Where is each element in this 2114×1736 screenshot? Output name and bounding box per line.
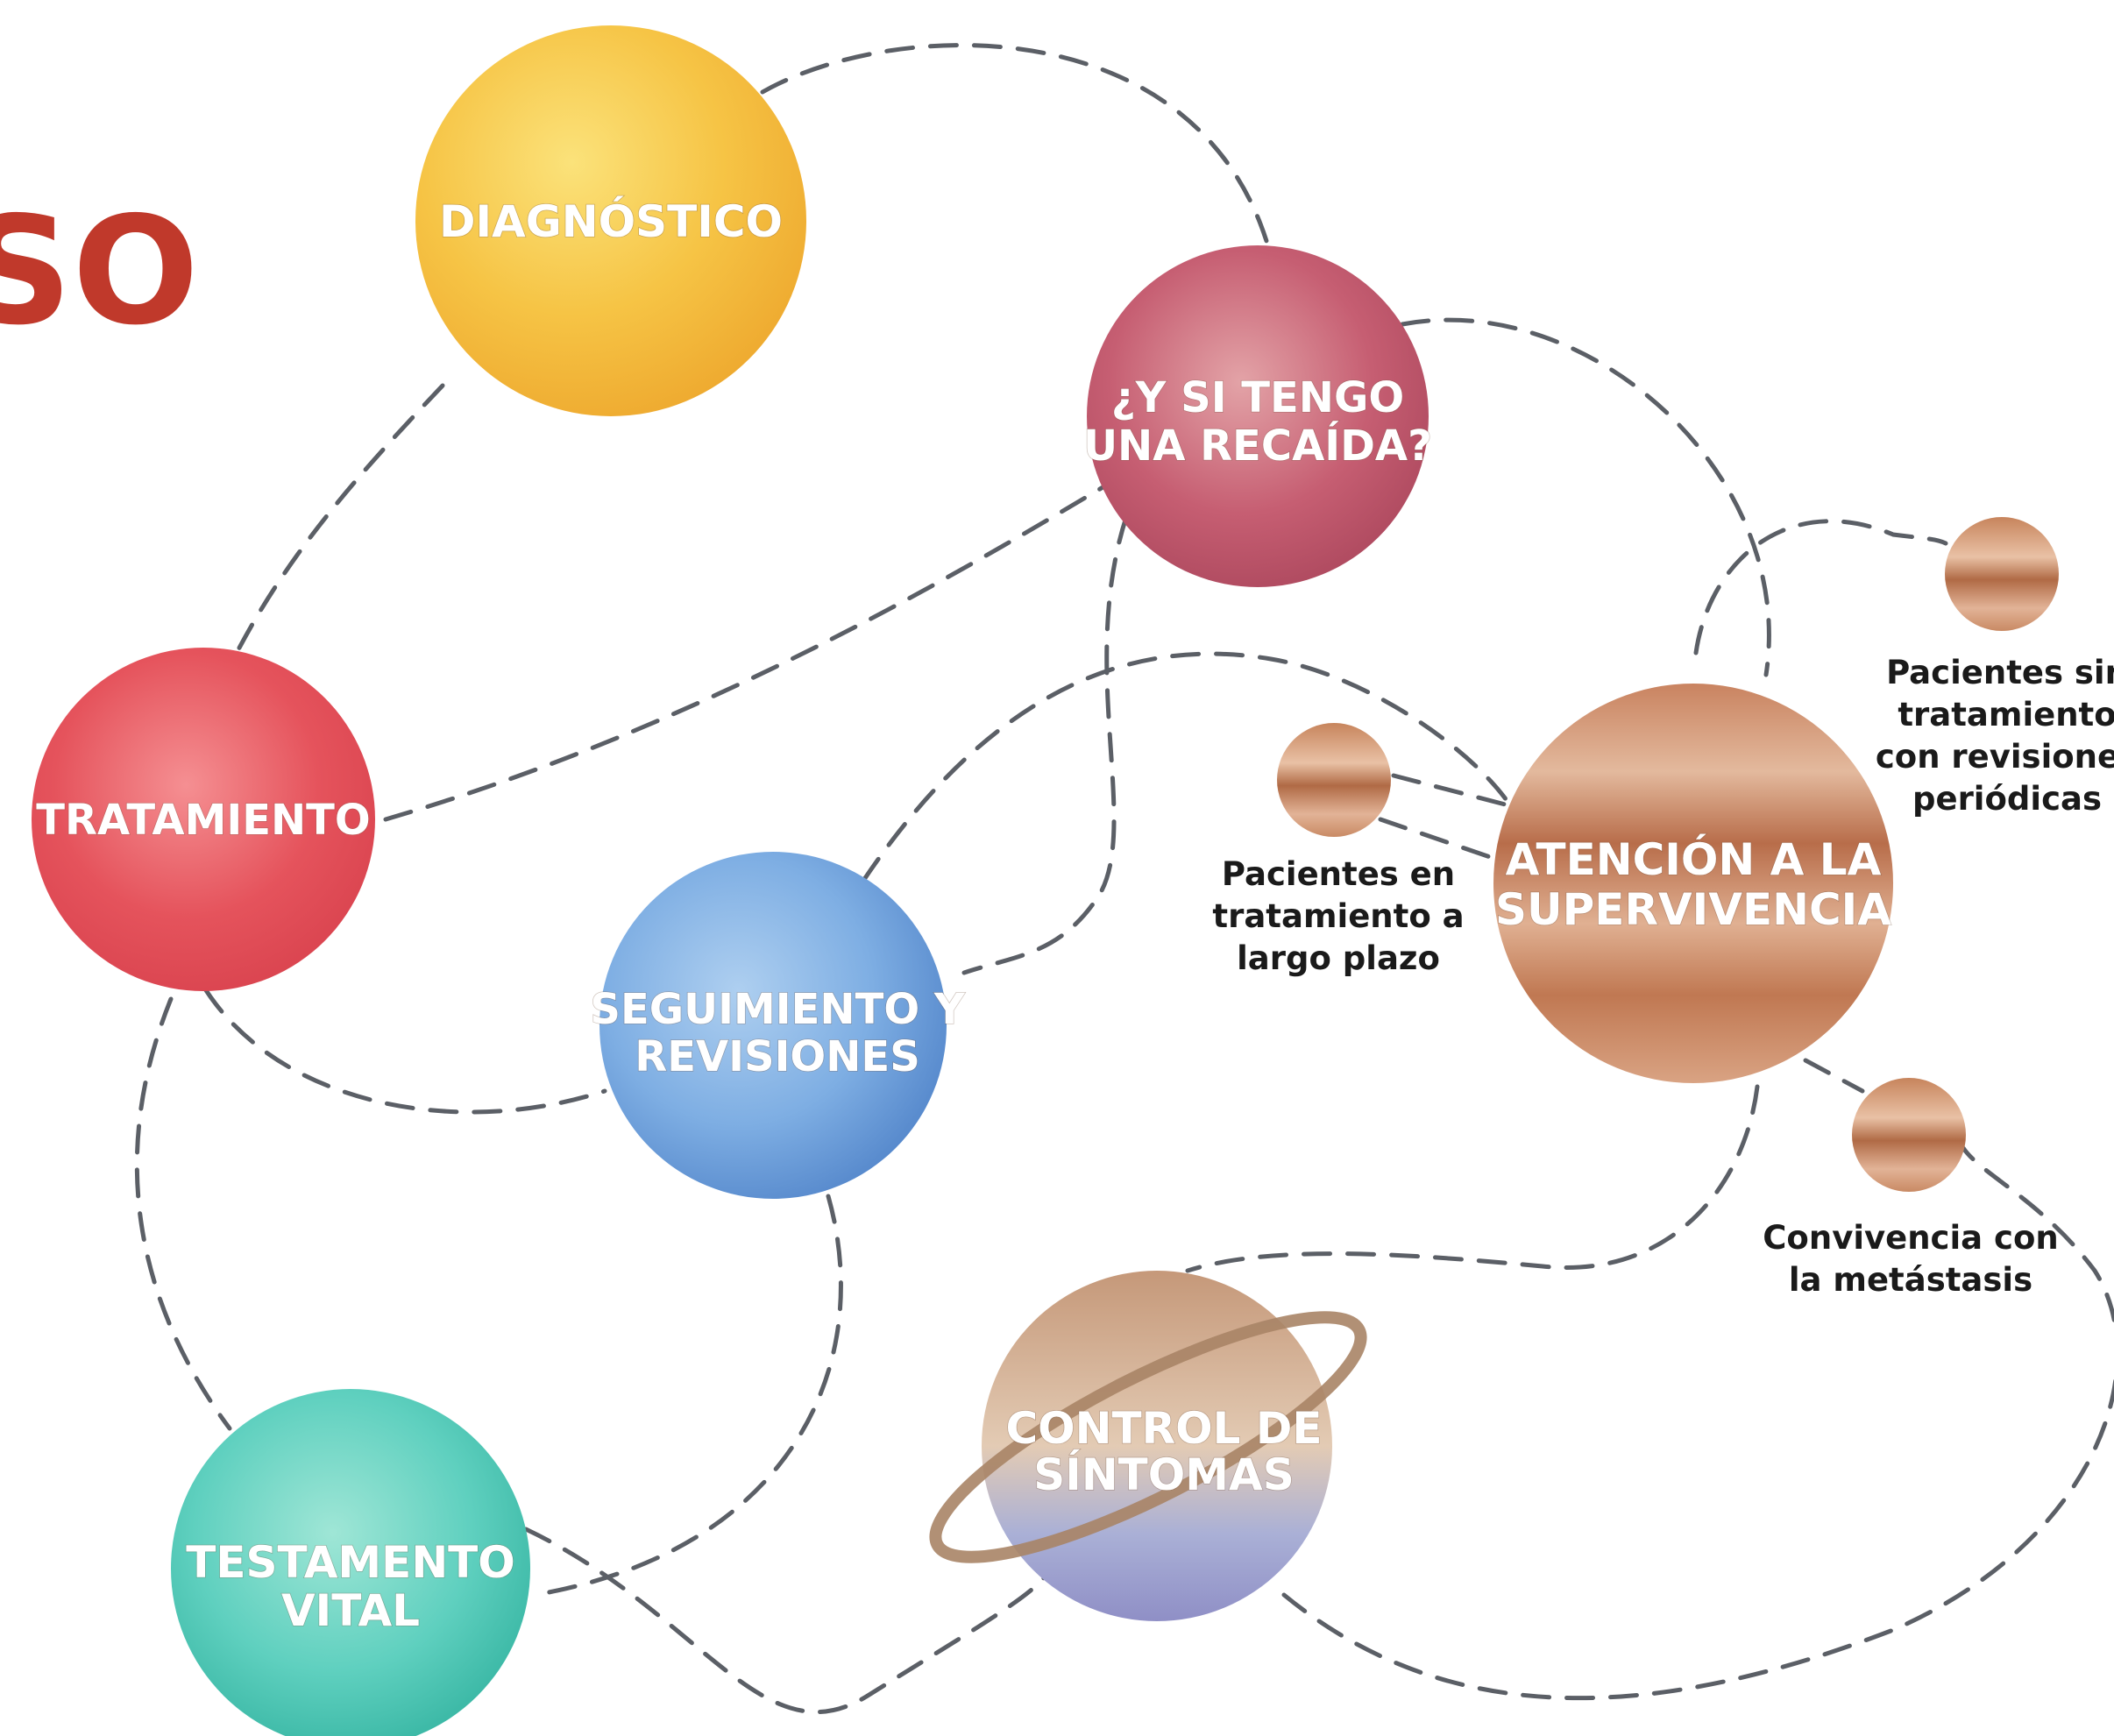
path-tratamiento-testamento bbox=[134, 996, 232, 1431]
control-label-line2: SÍNTOMAS bbox=[1033, 1449, 1295, 1500]
node-supervivencia: ATENCIÓN A LA SUPERVIVENCIA bbox=[1493, 684, 1893, 1083]
path-recaida-seguimiento bbox=[961, 514, 1129, 975]
diagnostico-planet bbox=[415, 25, 806, 416]
path-control-metastasis bbox=[1281, 1145, 2114, 1701]
path-tratamiento-recaida bbox=[383, 484, 1107, 822]
recaida-label-line2: UNA RECAÍDA? bbox=[1083, 421, 1432, 471]
node-control-sintomas: CONTROL DE SÍNTOMAS bbox=[929, 1271, 1367, 1621]
metastasis-moon bbox=[1852, 1078, 1966, 1192]
path-recaida-supervivencia bbox=[1400, 317, 1771, 677]
control-ring bbox=[929, 1311, 1367, 1563]
seguimiento-planet bbox=[599, 852, 947, 1199]
path-supervivencia-largo-plazo-a bbox=[1391, 773, 1515, 809]
diagnostico-label: DIAGNÓSTICO bbox=[439, 195, 783, 247]
seguimiento-label-line2: REVISIONES bbox=[635, 1032, 920, 1081]
tratamiento-planet bbox=[32, 648, 375, 991]
satellite-sin-tratamiento: Pacientes sin tratamiento con revisiones… bbox=[1876, 517, 2114, 818]
path-testamento-control bbox=[523, 1527, 1050, 1715]
testamento-label-line1: TESTAMENTO bbox=[186, 1537, 515, 1588]
path-seguimiento-testamento bbox=[532, 1194, 843, 1598]
path-seguimiento-supervivencia bbox=[861, 651, 1519, 883]
path-diagnostico-recaida bbox=[760, 43, 1269, 244]
supervivencia-label-line2: SUPERVIVENCIA bbox=[1495, 884, 1891, 935]
sin-tratamiento-label-line1: Pacientes sin bbox=[1886, 654, 2114, 691]
sin-tratamiento-moon bbox=[1945, 517, 2059, 631]
largo-plazo-moon bbox=[1277, 723, 1391, 837]
node-diagnostico: DIAGNÓSTICO bbox=[415, 25, 806, 416]
seguimiento-label-line1: SEGUIMIENTO Y bbox=[590, 985, 965, 1034]
satellite-metastasis: Convivencia con la metástasis bbox=[1763, 1078, 2059, 1299]
page-title-fragment: SO bbox=[0, 185, 199, 358]
sin-tratamiento-label-line4: periódicas bbox=[1912, 780, 2102, 818]
node-seguimiento: SEGUIMIENTO Y REVISIONES bbox=[590, 852, 967, 1199]
recaida-planet bbox=[1087, 245, 1429, 587]
tratamiento-label: TRATAMIENTO bbox=[36, 796, 370, 845]
node-recaida: ¿Y SI TENGO UNA RECAÍDA? bbox=[1082, 245, 1433, 587]
path-tratamiento-seguimiento bbox=[203, 988, 607, 1115]
path-supervivencia-metastasis bbox=[1803, 1058, 1865, 1094]
largo-plazo-label-line2: tratamiento a bbox=[1212, 897, 1464, 935]
control-label-line1: CONTROL DE bbox=[1005, 1403, 1322, 1454]
sin-tratamiento-label-line3: con revisiones bbox=[1876, 738, 2114, 776]
supervivencia-label-line1: ATENCIÓN A LA bbox=[1506, 833, 1882, 885]
largo-plazo-label-line3: largo plazo bbox=[1237, 939, 1440, 977]
path-supervivencia-sin-tratamiento bbox=[1693, 519, 1948, 655]
path-supervivencia-largo-plazo-b bbox=[1378, 817, 1493, 860]
testamento-label-line2: VITAL bbox=[281, 1585, 420, 1636]
satellite-largo-plazo: Pacientes en tratamiento a largo plazo bbox=[1212, 723, 1465, 977]
connection-paths bbox=[134, 43, 2114, 1715]
testamento-planet bbox=[171, 1389, 530, 1736]
path-supervivencia-control bbox=[1185, 1084, 1760, 1273]
node-tratamiento: TRATAMIENTO bbox=[32, 648, 375, 991]
metastasis-label-line1: Convivencia con bbox=[1763, 1219, 2058, 1257]
recaida-label-line1: ¿Y SI TENGO bbox=[1111, 373, 1404, 422]
node-testamento: TESTAMENTO VITAL bbox=[171, 1389, 530, 1736]
largo-plazo-label-line1: Pacientes en bbox=[1222, 855, 1455, 893]
metastasis-label-line2: la metástasis bbox=[1789, 1261, 2032, 1299]
sin-tratamiento-label-line2: tratamiento bbox=[1898, 696, 2114, 733]
path-diagnostico-tratamiento bbox=[234, 383, 445, 655]
supervivencia-planet bbox=[1493, 684, 1893, 1083]
